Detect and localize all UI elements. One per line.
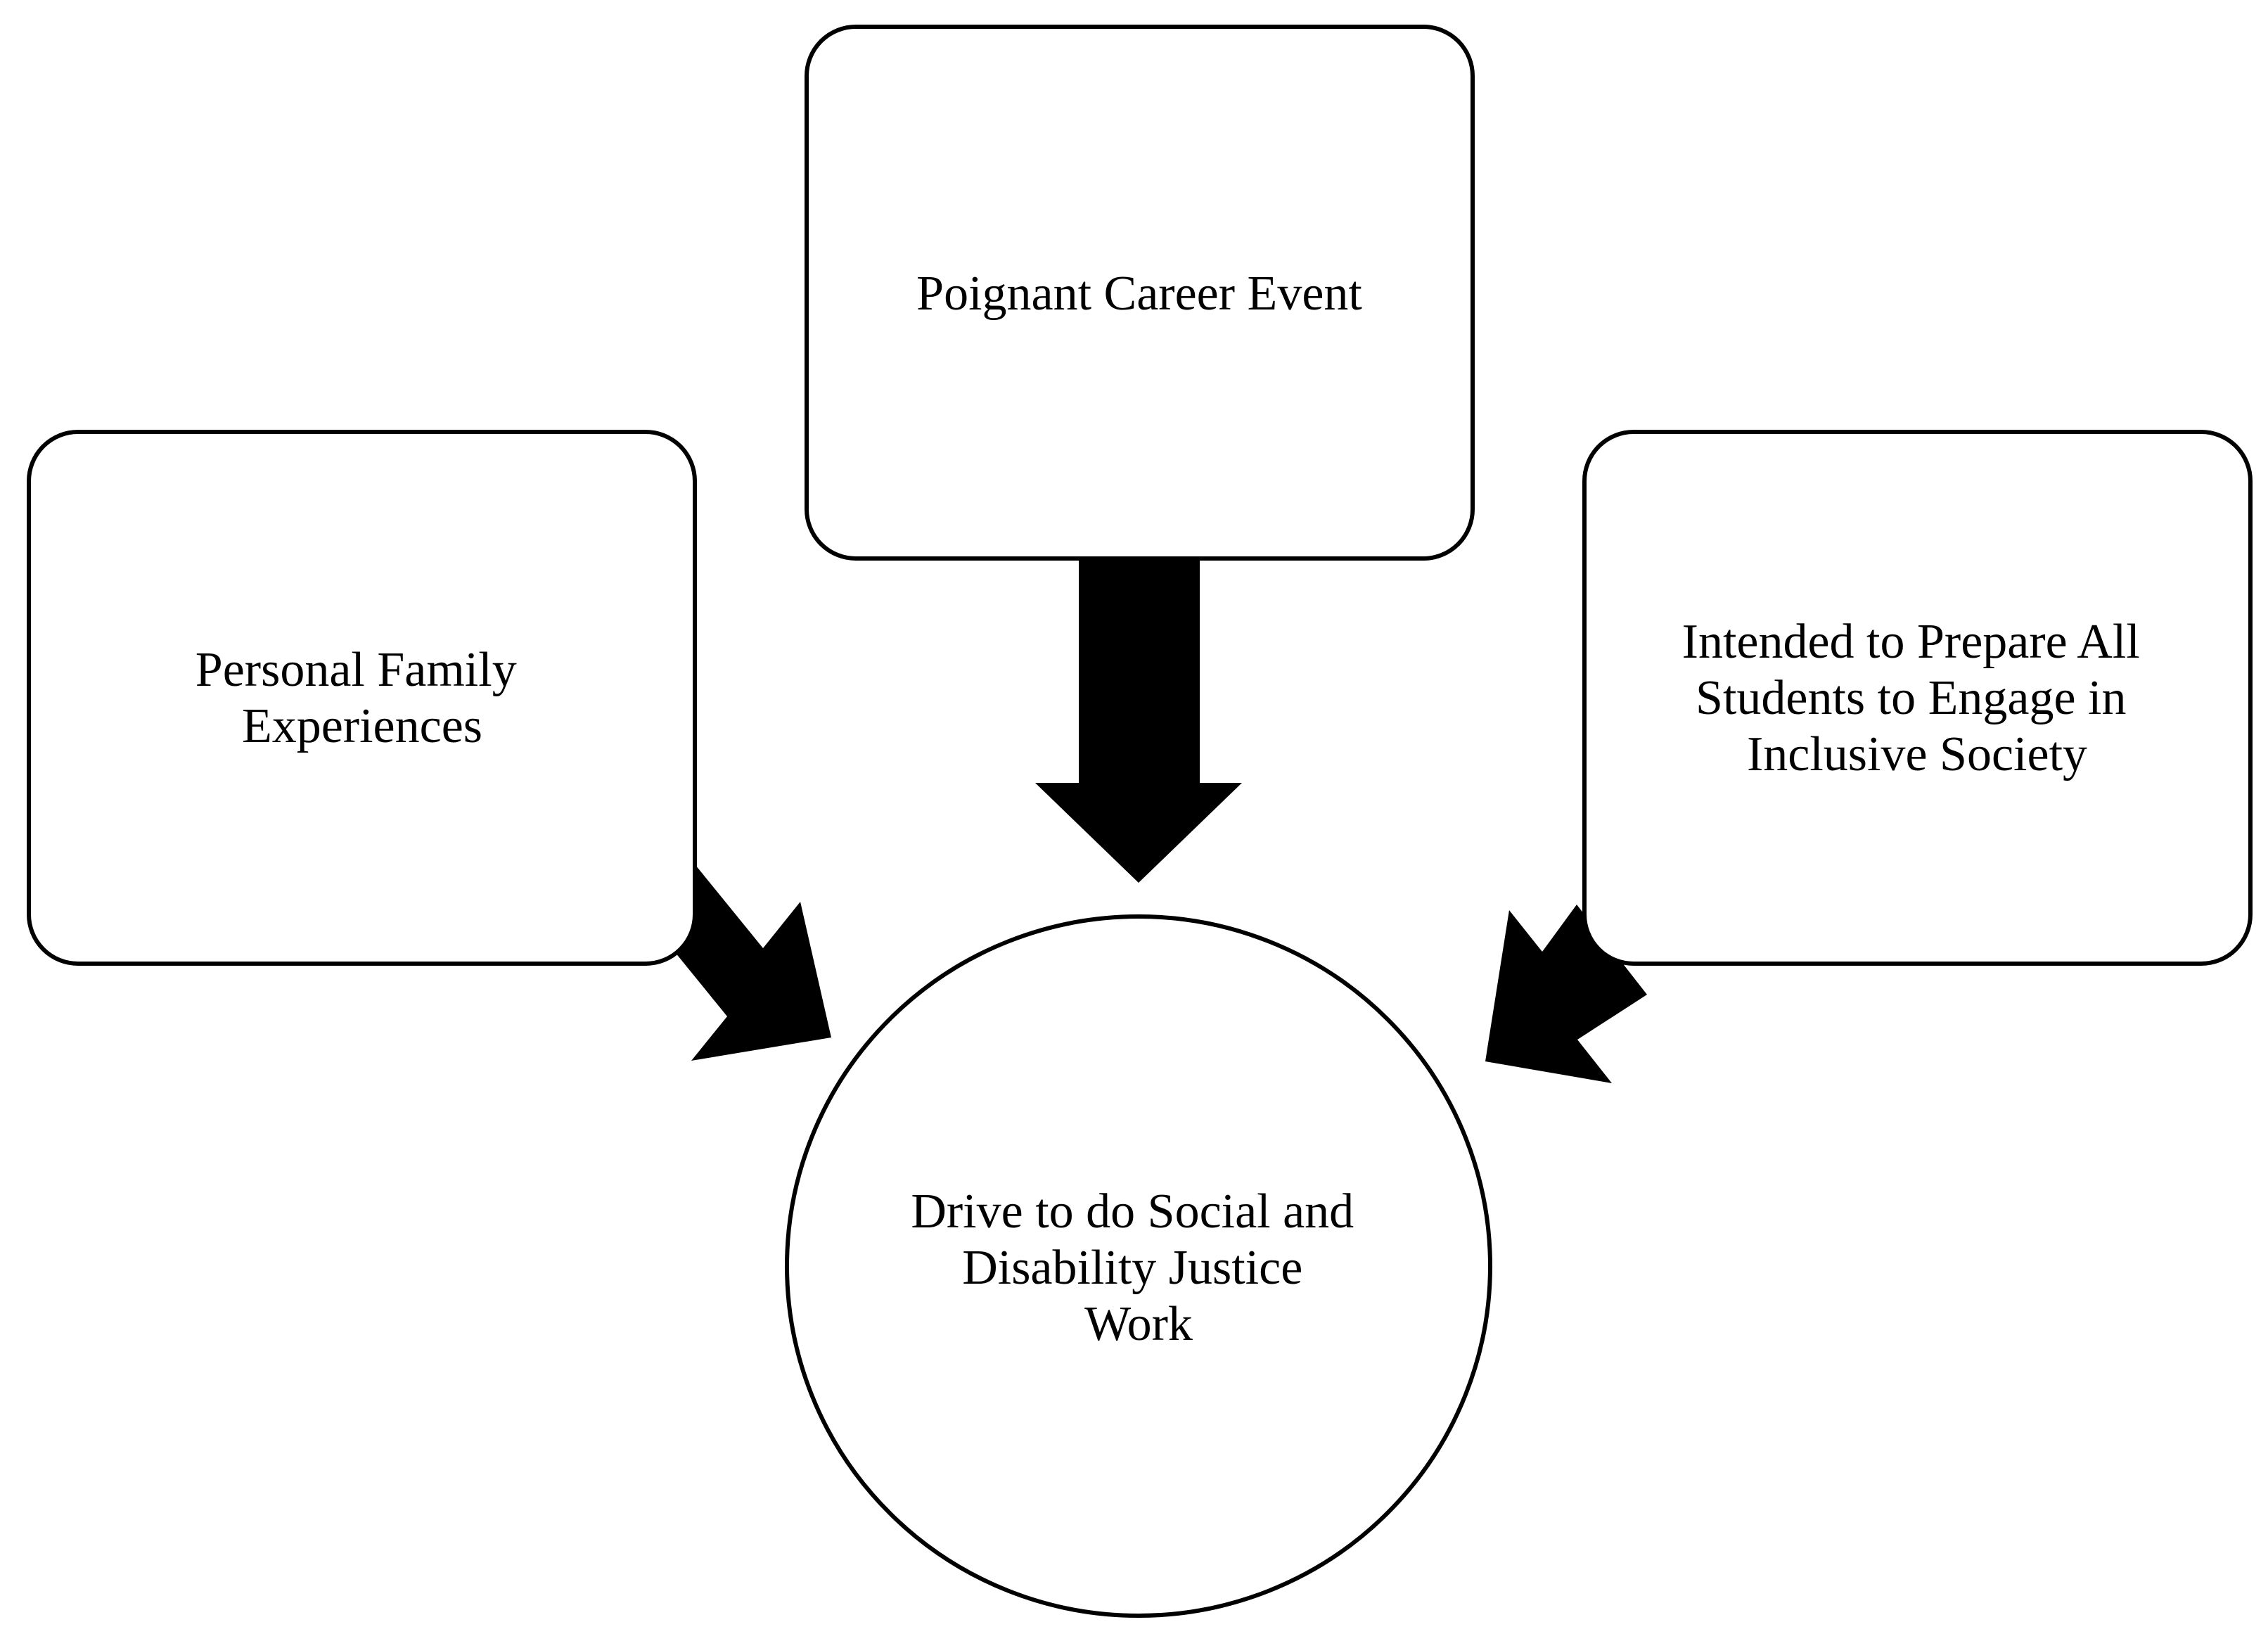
- node-right-box: [1582, 430, 2253, 966]
- arrow-left-to-center: [657, 862, 831, 1061]
- node-right-line-3: Inclusive Society: [1747, 727, 2087, 781]
- node-left-label: Personal Family Experiences: [196, 643, 529, 753]
- node-center-line-3: Work: [1084, 1297, 1193, 1351]
- node-left-line-1: Personal Family: [196, 643, 517, 697]
- node-top-box: [805, 25, 1475, 561]
- arrow-top-to-center: [1035, 556, 1242, 883]
- node-left-box: [27, 430, 697, 966]
- node-right-line-1: Intended to Prepare All: [1682, 615, 2140, 669]
- node-drive-to-do-justice-work: Drive to do Social and Disability Justic…: [785, 914, 1492, 1618]
- node-top-line-1: Poignant Career Event: [916, 267, 1362, 321]
- node-right-line-2: Students to Engage in: [1696, 671, 2126, 725]
- node-center-circle: [785, 914, 1492, 1618]
- node-center-line-2: Disability Justice: [962, 1241, 1302, 1295]
- node-intended-to-prepare: Intended to Prepare All Students to Enga…: [1582, 430, 2253, 966]
- node-right-label: Intended to Prepare All Students to Enga…: [1682, 615, 2153, 781]
- node-personal-family-experiences: Personal Family Experiences: [27, 430, 697, 966]
- node-center-label: Drive to do Social and Disability Justic…: [911, 1185, 1366, 1351]
- node-top-label: Poignant Career Event: [916, 267, 1362, 321]
- node-left-line-2: Experiences: [242, 699, 482, 753]
- node-center-line-1: Drive to do Social and: [911, 1185, 1354, 1239]
- node-poignant-career-event: Poignant Career Event: [805, 25, 1475, 561]
